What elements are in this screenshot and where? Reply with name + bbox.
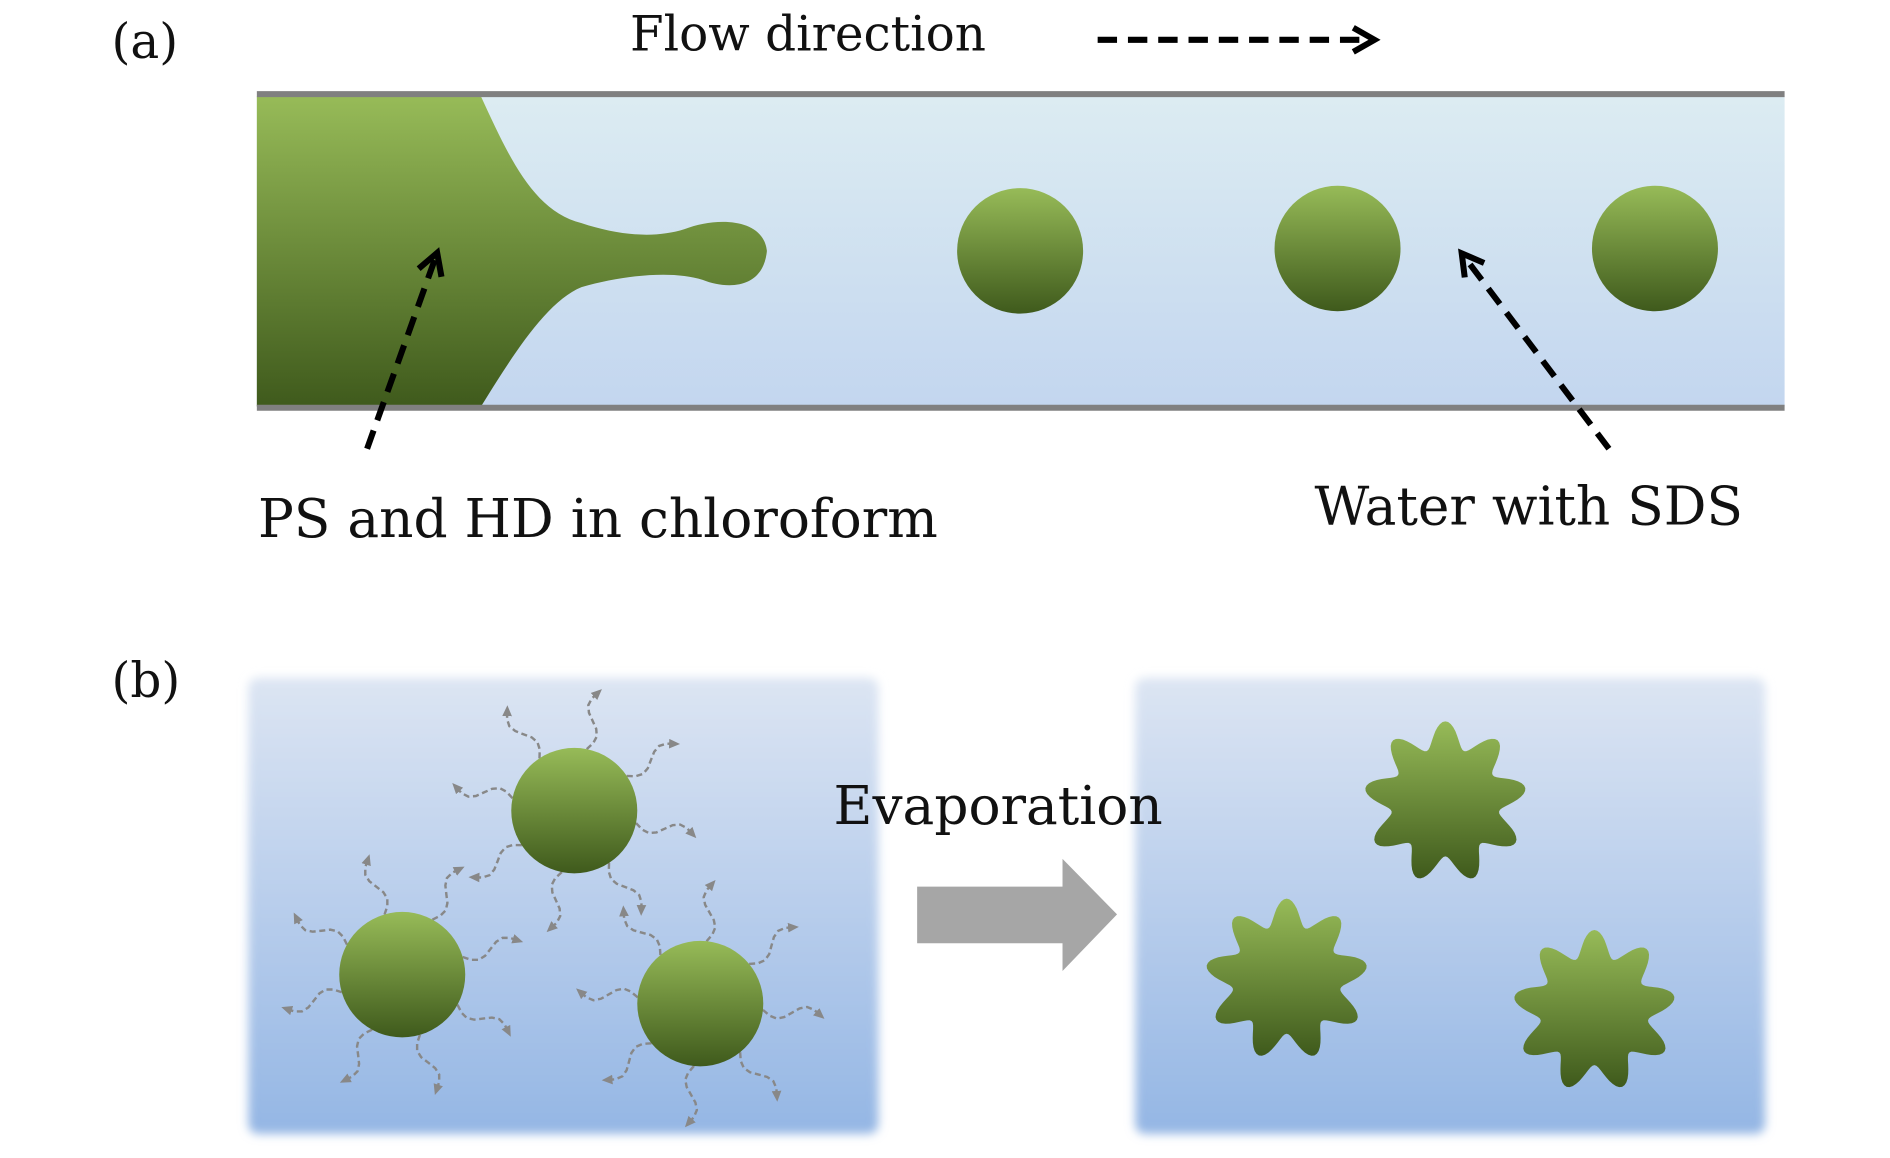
surfactant-tail: [546, 871, 563, 933]
wrinkled-particle: [1365, 721, 1526, 879]
surfactant-tail: [702, 879, 717, 943]
wrinkled-particles: [1206, 721, 1675, 1088]
oil-pointer-arrow: [364, 247, 445, 450]
surfactant-tail: [415, 1034, 443, 1096]
surfactant-tail: [462, 934, 524, 962]
surfactant-tail: [452, 783, 514, 799]
emulsion-box: [248, 677, 879, 1134]
flow-direction-label: Flow direction: [630, 7, 986, 63]
water-phase-label: Water with SDS: [1315, 476, 1743, 538]
droplet: [1591, 185, 1718, 312]
droplet: [1274, 185, 1401, 312]
surfactant-tail: [626, 738, 681, 778]
surfactant-tail: [683, 1065, 699, 1128]
droplet: [637, 940, 764, 1067]
water-pointer-arrow: [1458, 248, 1612, 451]
oil-phase-label: PS and HD in chloroform: [258, 488, 938, 550]
surfactant-tail: [361, 854, 389, 915]
surfactant-tail: [585, 689, 602, 750]
surfactant-tail: [619, 905, 662, 956]
surfactant-tail: [738, 1052, 782, 1102]
surfactant-tail: [635, 822, 697, 839]
surfactant-tail: [468, 843, 522, 883]
panel-a-label: (a): [111, 14, 178, 70]
evaporation-arrow: [917, 858, 1118, 972]
droplet: [957, 188, 1084, 314]
surfactant-tail: [607, 862, 647, 916]
surfactant-tail: [576, 987, 639, 1002]
wrinkled-particle: [1514, 930, 1675, 1088]
surfactant-tail: [456, 1004, 511, 1037]
evaporation-label: Evaporation: [834, 775, 1163, 837]
surfactant-tail: [502, 705, 541, 759]
surfactant-tail: [339, 1028, 373, 1083]
surfactant-tail: [281, 988, 343, 1016]
surfactant-coated-droplets: [281, 689, 825, 1128]
wrinkled-particle: [1206, 898, 1367, 1056]
surfactant-tail: [749, 922, 799, 966]
surfactant-tail: [293, 912, 349, 946]
panel-b-label: (b): [111, 653, 180, 709]
droplet: [511, 747, 638, 874]
droplet: [339, 911, 466, 1038]
dispersed-phase-stream: [256, 96, 767, 407]
surfactant-tail: [431, 866, 465, 921]
surfactant-tail: [601, 1042, 652, 1085]
surfactant-tail: [762, 1005, 825, 1020]
